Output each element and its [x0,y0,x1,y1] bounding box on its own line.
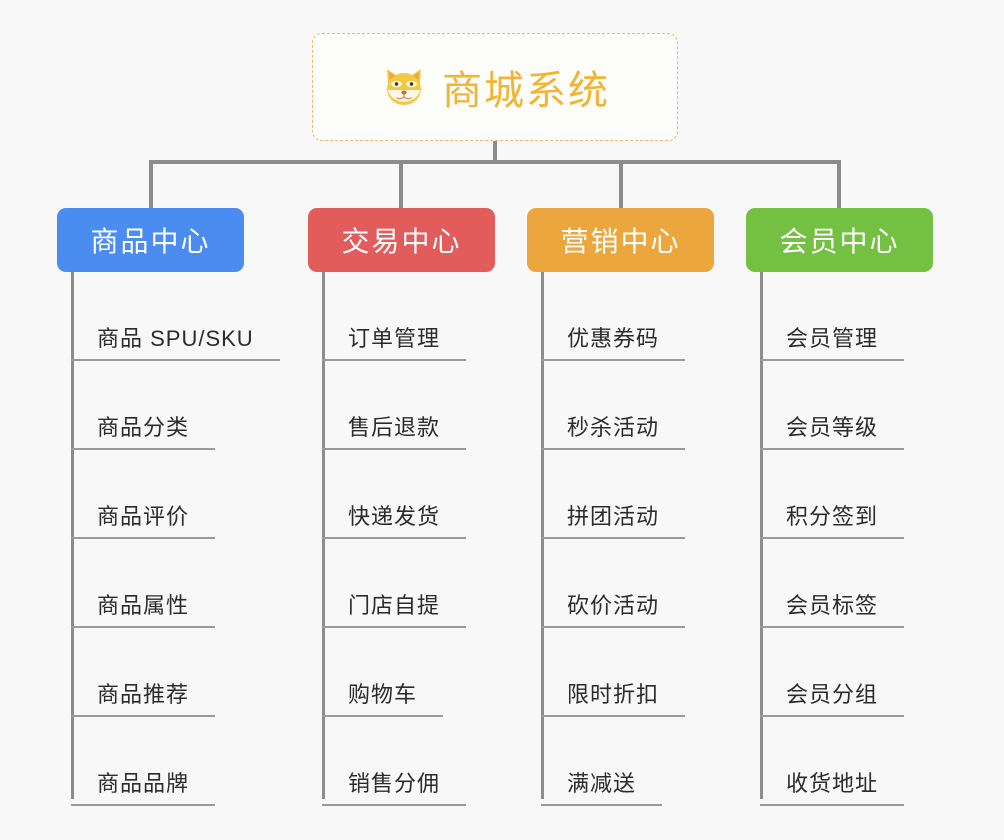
list-item[interactable]: 购物车 [322,628,466,717]
leaf-label: 限时折扣 [541,677,686,717]
leaf-list-4: 会员管理 会员等级 积分签到 会员标签 会员分组 收货地址 [760,272,905,806]
category-header-1[interactable]: 商品中心 [57,208,244,272]
list-item[interactable]: 优惠券码 [541,272,686,361]
leaf-label: 售后退款 [322,410,467,450]
trunk-line-3 [541,272,544,799]
category-column-3: 营销中心 [527,208,714,272]
leaf-label: 快递发货 [322,499,467,539]
category-label-3: 营销中心 [560,226,681,257]
leaf-label: 商品 SPU/SKU [71,321,280,361]
connector-drop-4 [837,160,841,208]
leaf-label: 优惠券码 [541,321,686,361]
shiba-dog-icon [380,63,428,111]
leaf-label: 商品品牌 [71,766,216,806]
list-item[interactable]: 积分签到 [760,450,905,539]
connector-horizontal-bus [150,160,840,164]
leaf-label: 会员标签 [760,588,905,628]
list-item[interactable]: 商品 SPU/SKU [71,272,280,361]
list-item[interactable]: 订单管理 [322,272,467,361]
leaf-list-3: 优惠券码 秒杀活动 拼团活动 砍价活动 限时折扣 满减送 [541,272,686,806]
connector-drop-2 [399,160,403,208]
category-column-4: 会员中心 [746,208,933,272]
category-column-2: 交易中心 [308,208,495,272]
list-item[interactable]: 拼团活动 [541,450,686,539]
list-item[interactable]: 商品品牌 [71,717,280,806]
category-label-4: 会员中心 [779,226,900,257]
category-header-3[interactable]: 营销中心 [527,208,714,272]
category-label-2: 交易中心 [341,226,462,257]
list-item[interactable]: 会员分组 [760,628,905,717]
category-label-1: 商品中心 [90,226,211,257]
list-item[interactable]: 快递发货 [322,450,467,539]
leaf-label: 拼团活动 [541,499,686,539]
list-item[interactable]: 收货地址 [760,717,905,806]
list-item[interactable]: 会员标签 [760,539,905,628]
list-item[interactable]: 商品评价 [71,450,280,539]
leaf-label: 满减送 [541,766,663,806]
list-item[interactable]: 商品推荐 [71,628,280,717]
category-column-1: 商品中心 [57,208,244,272]
connector-drop-3 [619,160,623,208]
leaf-label: 商品属性 [71,588,216,628]
leaf-label: 秒杀活动 [541,410,686,450]
trunk-line-2 [322,272,325,799]
leaf-label: 商品推荐 [71,677,216,717]
root-title: 商城系统 [442,69,610,113]
leaf-label: 购物车 [322,677,444,717]
list-item[interactable]: 满减送 [541,717,685,806]
list-item[interactable]: 会员等级 [760,361,905,450]
connector-drop-1 [149,160,153,208]
list-item[interactable]: 秒杀活动 [541,361,686,450]
list-item[interactable]: 售后退款 [322,361,467,450]
leaf-label: 积分签到 [760,499,905,539]
leaf-label: 会员分组 [760,677,905,717]
leaf-label: 订单管理 [322,321,467,361]
list-item[interactable]: 商品属性 [71,539,280,628]
connector-root-stem [493,141,497,163]
list-item[interactable]: 限时折扣 [541,628,686,717]
list-item[interactable]: 会员管理 [760,272,905,361]
leaf-label: 商品分类 [71,410,216,450]
leaf-list-2: 订单管理 售后退款 快递发货 门店自提 购物车 销售分佣 [322,272,467,806]
leaf-label: 收货地址 [760,766,905,806]
list-item[interactable]: 门店自提 [322,539,467,628]
leaf-label: 会员等级 [760,410,905,450]
trunk-line-4 [760,272,763,799]
leaf-label: 砍价活动 [541,588,686,628]
leaf-label: 会员管理 [760,321,905,361]
category-header-2[interactable]: 交易中心 [308,208,495,272]
list-item[interactable]: 销售分佣 [322,717,467,806]
list-item[interactable]: 商品分类 [71,361,280,450]
list-item[interactable]: 砍价活动 [541,539,686,628]
leaf-list-1: 商品 SPU/SKU 商品分类 商品评价 商品属性 商品推荐 商品品牌 [71,272,280,806]
category-header-4[interactable]: 会员中心 [746,208,933,272]
leaf-label: 销售分佣 [322,766,467,806]
leaf-label: 门店自提 [322,588,467,628]
trunk-line-1 [71,272,74,799]
leaf-label: 商品评价 [71,499,216,539]
root-node[interactable]: 商城系统 [312,33,678,141]
